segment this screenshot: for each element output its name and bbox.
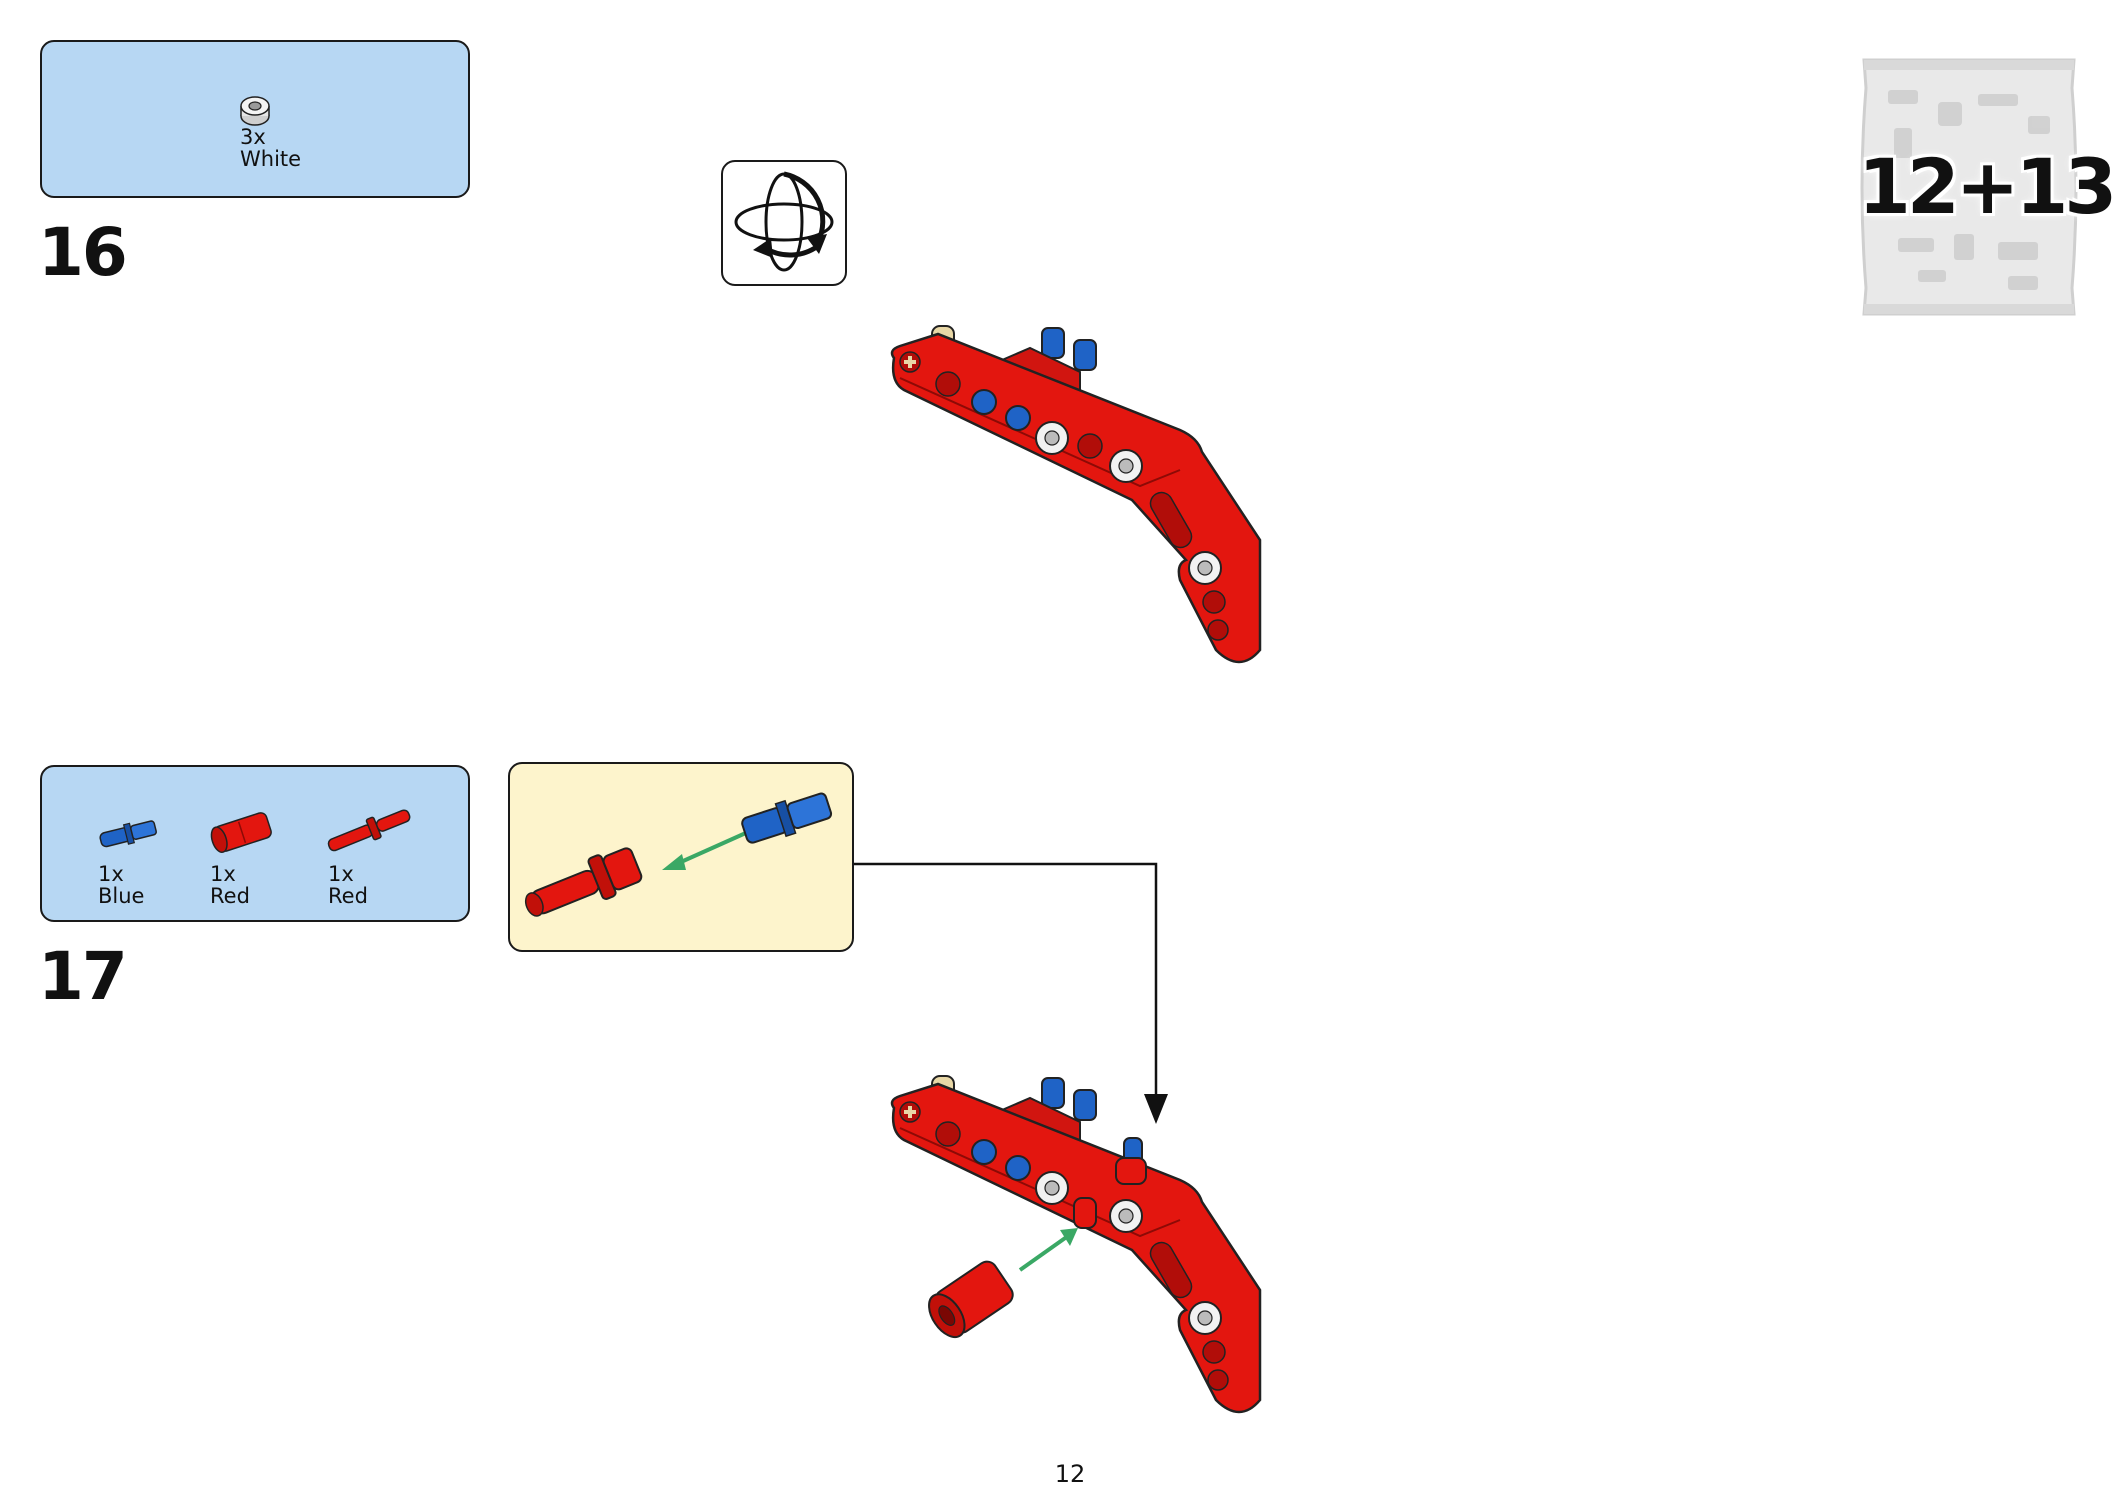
part-color-label: Red <box>210 884 250 908</box>
step-17-model-illustration <box>890 1075 1262 1414</box>
subassembly-callout <box>508 762 854 952</box>
step-16-model-illustration <box>890 325 1262 664</box>
step-17-parts-box: 1x Blue 1x Red 1x Red <box>40 765 470 922</box>
step-number: 16 <box>38 214 128 291</box>
part-quantity: 1x <box>210 862 236 886</box>
step-16-parts-box: 3x White <box>40 40 470 198</box>
white-bush-icon <box>240 96 270 126</box>
part-quantity: 1x <box>98 862 124 886</box>
bag-number-label: 12+13 <box>1858 142 2117 231</box>
part-quantity: 3x <box>240 125 266 149</box>
part-color-label: Red <box>328 884 368 908</box>
step-number: 17 <box>38 938 128 1015</box>
rotate-model-icon <box>721 160 847 286</box>
red-long-pin-icon <box>327 809 411 852</box>
bag-icon <box>1860 58 2078 316</box>
part-color-label: Blue <box>98 884 145 908</box>
blue-axle-pin-icon <box>99 820 157 848</box>
part-quantity: 1x <box>328 862 354 886</box>
part-color-label: White <box>240 147 302 171</box>
red-pin-connector-icon <box>210 812 272 854</box>
page-number: 12 <box>1054 1460 1086 1488</box>
parts-bag: 12+13 <box>1858 58 2117 316</box>
subassembly-illustration <box>524 792 833 917</box>
